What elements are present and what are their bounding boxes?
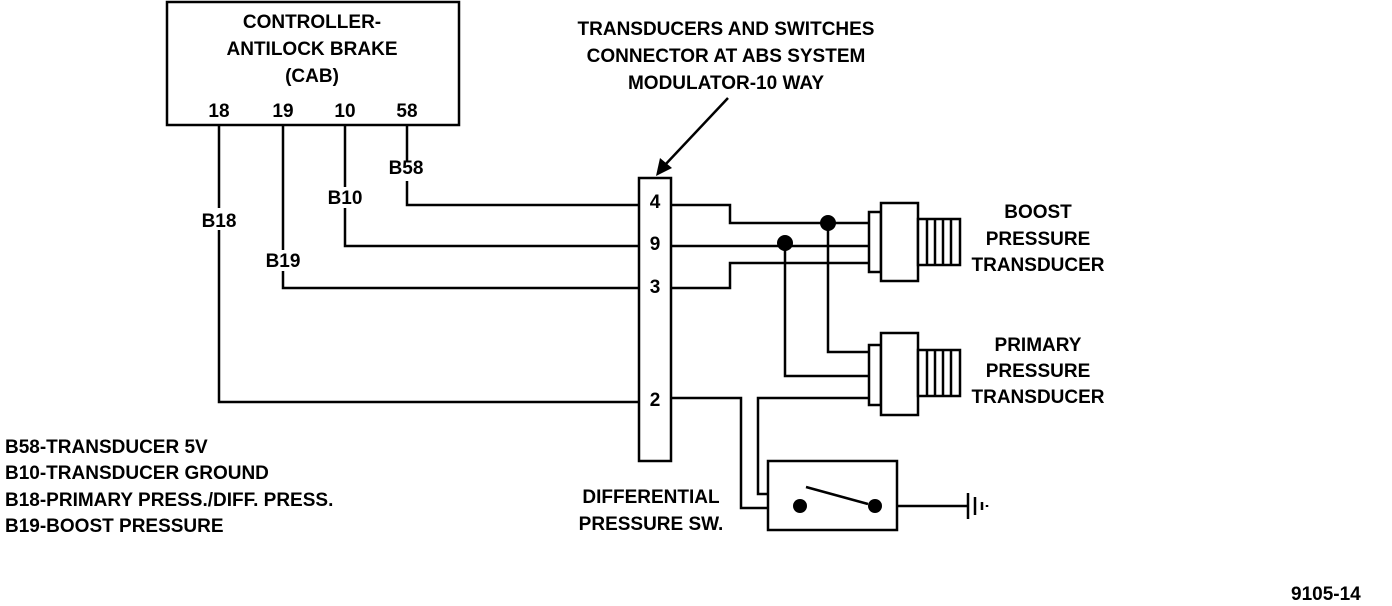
wire-pin3-to-boost	[671, 261, 869, 290]
connector-pin-2: 2	[650, 390, 661, 411]
primary-transducer-label-line-1: PRIMARY	[995, 335, 1082, 356]
junction-dot-5v	[820, 215, 836, 231]
legend-line-b10: B10-TRANSDUCER GROUND	[5, 463, 269, 484]
wire-pin4-to-boost	[671, 203, 869, 225]
wire-ground-to-primary	[783, 243, 869, 378]
connector-title-line-3: MODULATOR-10 WAY	[628, 73, 824, 94]
wire-b10	[343, 208, 639, 248]
controller-box	[165, 0, 461, 127]
legend-line-b19: B19-BOOST PRESSURE	[5, 516, 224, 537]
primary-transducer-label-line-2: PRESSURE	[986, 361, 1091, 382]
controller-pin-18: 18	[208, 101, 229, 122]
controller-title-line-2: ANTILOCK BRAKE	[227, 39, 398, 60]
connector-pin-4: 4	[650, 192, 661, 213]
junction-dot-ground	[777, 235, 793, 251]
legend-line-b18: B18-PRIMARY PRESS./DIFF. PRESS.	[5, 490, 333, 511]
wire-b18	[217, 230, 639, 404]
connector-pointer-arrow	[656, 97, 729, 176]
wire-pin2-to-switch	[671, 396, 768, 510]
wire-label-b10: B10	[328, 188, 363, 209]
controller-pin-19: 19	[272, 101, 293, 122]
wire-5v-to-primary	[826, 223, 869, 354]
differential-switch-label-line-2: PRESSURE SW.	[579, 514, 724, 535]
connector-body	[637, 176, 673, 463]
boost-transducer-label-line-1: BOOST	[1004, 202, 1072, 223]
differential-switch-label-line-1: DIFFERENTIAL	[582, 487, 720, 508]
boost-transducer-label-line-3: TRANSDUCER	[972, 255, 1105, 276]
wire-label-b18: B18	[202, 211, 237, 232]
controller-pin-10: 10	[334, 101, 355, 122]
primary-transducer-label-line-3: TRANSDUCER	[972, 387, 1105, 408]
wire-b58	[405, 181, 639, 207]
wire-label-b58: B58	[389, 158, 424, 179]
connector-pin-9: 9	[650, 234, 661, 255]
boost-transducer-label-line-2: PRESSURE	[986, 229, 1091, 250]
controller-title-line-1: CONTROLLER-	[243, 12, 381, 33]
controller-pin-58: 58	[396, 101, 417, 122]
figure-id: 9105-14	[1291, 584, 1361, 605]
connector-pin-3: 3	[650, 277, 661, 298]
primary-pressure-transducer	[867, 331, 962, 417]
connector-title-line-1: TRANSDUCERS AND SWITCHES	[578, 19, 875, 40]
ground-symbol-icon	[966, 493, 989, 519]
wire-b19	[281, 271, 639, 290]
boost-pressure-transducer	[867, 201, 962, 283]
connector-title-line-2: CONNECTOR AT ABS SYSTEM	[587, 46, 866, 67]
wire-label-b19: B19	[266, 251, 301, 272]
differential-pressure-switch	[766, 459, 968, 532]
controller-title-line-3: (CAB)	[285, 66, 339, 87]
legend-line-b58: B58-TRANSDUCER 5V	[5, 437, 208, 458]
